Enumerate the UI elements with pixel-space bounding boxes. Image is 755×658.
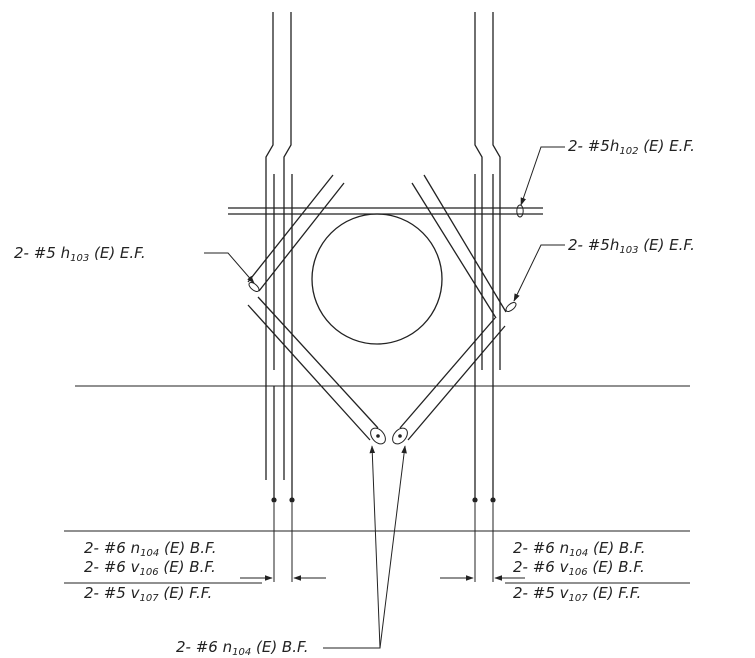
dimension-marks <box>64 503 690 584</box>
bar-section-marker <box>392 427 408 445</box>
diagonal-bars-upper-left <box>247 174 345 292</box>
bar-end-dot <box>472 497 478 503</box>
label-bottom-right-3: 2- #5 v107 (E) F.F. <box>513 584 641 604</box>
label-bottom-left-3: 2- #5 v107 (E) F.F. <box>84 584 212 604</box>
bar-section-marker <box>505 302 517 312</box>
label-bottom-right-2: 2- #6 v106 (E) B.F. <box>513 558 645 578</box>
bar-section-marker <box>516 204 524 218</box>
label-bottom-right-1: 2- #6 n104 (E) B.F. <box>513 539 645 559</box>
bar-end-dot <box>271 497 277 503</box>
bar-end-dot <box>490 497 496 503</box>
label-bottom-left-2: 2- #6 v106 (E) B.F. <box>84 558 216 578</box>
bar-dot <box>376 434 380 438</box>
leader-lines <box>204 146 565 649</box>
diagonal-bars-lower-right <box>399 317 506 441</box>
label-mid-right: 2- #5h103 (E) E.F. <box>568 236 695 256</box>
diagonal-bars-lower-left <box>247 296 379 441</box>
label-mid-left: 2- #5 h103 (E) E.F. <box>14 244 146 264</box>
diagonal-bars-upper-right <box>411 174 507 319</box>
bar-section-marker <box>370 427 386 445</box>
horizontal-bars-top <box>228 207 543 215</box>
opening-circle <box>311 213 443 345</box>
label-bottom-left-1: 2- #6 n104 (E) B.F. <box>84 539 216 559</box>
label-bottom-center: 2- #6 n104 (E) B.F. <box>176 638 308 658</box>
bar-dot <box>398 434 402 438</box>
label-top-right: 2- #5h102 (E) E.F. <box>568 137 695 157</box>
vertical-bars-right <box>474 12 501 498</box>
bar-end-dot <box>289 497 295 503</box>
